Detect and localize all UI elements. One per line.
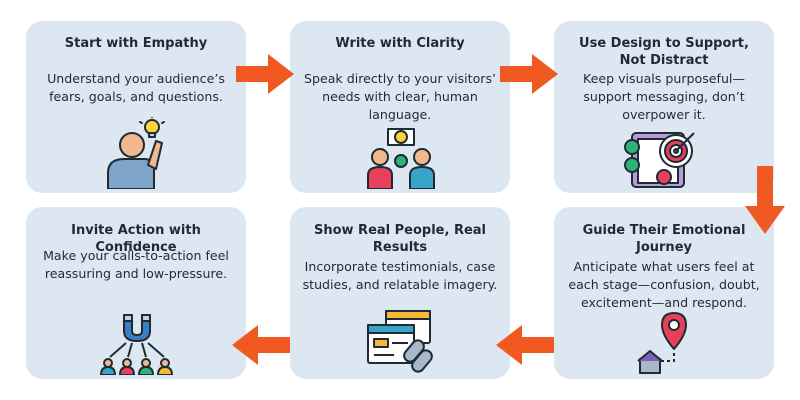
step-title: Use Design to Support, Not Distract [579,36,749,68]
right-arrow-icon [500,54,558,94]
step-title: Show Real People, Real Results [313,223,487,255]
step-card-1: Start with Empathy Understand your audie… [26,21,246,193]
step-card-4: Guide Their Emotional Journey Anticipate… [554,207,774,379]
step-title: Write with Clarity [335,36,465,51]
step-title: Guide Their Emotional Journey [582,223,746,255]
step-card-6: Invite Action with Confidence Make your … [26,207,246,379]
conversation-idea-icon [367,128,435,189]
map-pin-route-icon [637,312,687,374]
right-arrow-icon [236,54,294,94]
down-arrow-icon [745,166,785,234]
step-body: Incorporate testimonials, case studies, … [302,259,498,292]
step-body: Speak directly to your visitors’ needs w… [303,71,497,122]
step-body: Make your calls-to-action feel reassurin… [43,248,229,281]
magnet-people-icon [100,314,173,375]
idea-person-icon [107,117,165,189]
left-arrow-icon [232,325,290,365]
browser-link-icon [367,310,433,373]
step-body: Anticipate what users feel at each stage… [568,259,760,310]
step-body: Understand your audience’s fears, goals,… [47,71,225,104]
step-body: Keep visuals purposeful—support messagin… [582,71,746,122]
step-card-3: Use Design to Support, Not Distract Keep… [554,21,774,193]
step-title: Start with Empathy [64,36,208,51]
step-title: Invite Action with Confidence [71,223,201,255]
target-checklist-icon [624,132,695,188]
step-card-2: Write with Clarity Speak directly to you… [290,21,510,193]
left-arrow-icon [496,325,554,365]
step-card-5: Show Real People, Real Results Incorpora… [290,207,510,379]
